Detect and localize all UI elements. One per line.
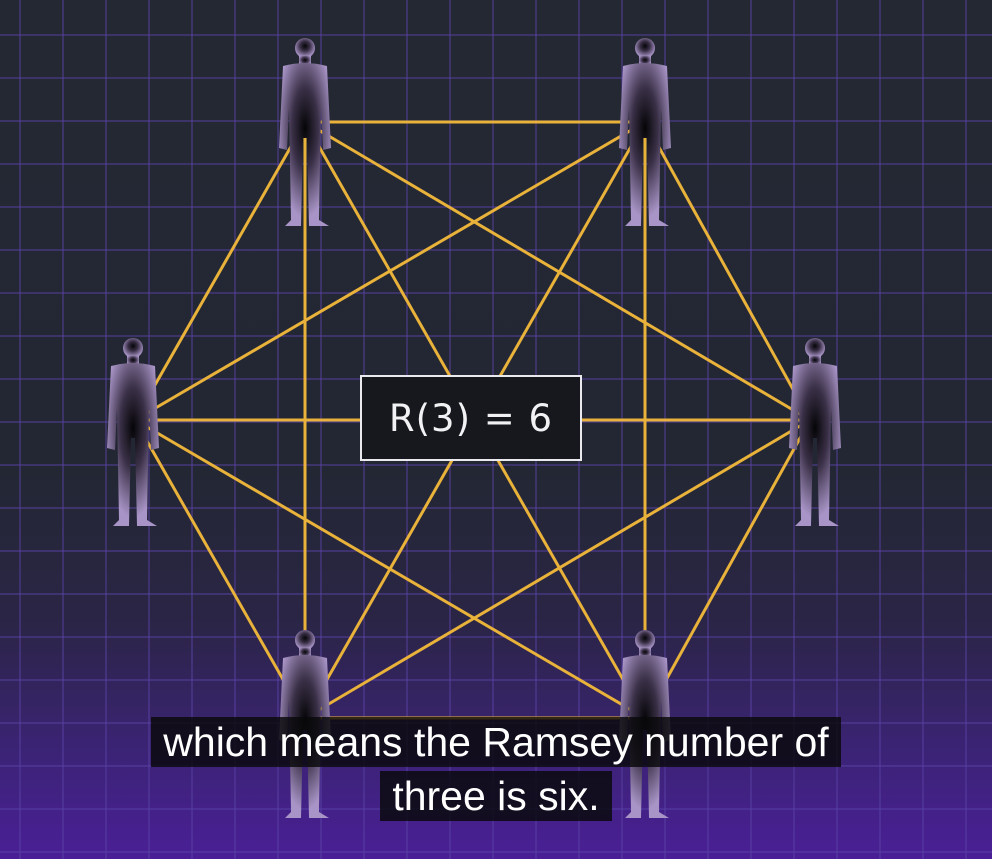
subtitle-line-1: which means the Ramsey number of	[151, 717, 841, 767]
graph-edge	[643, 120, 812, 422]
graph-edge	[133, 120, 307, 422]
graph-edge	[133, 418, 307, 720]
subtitle-line-1-row: which means the Ramsey number of	[0, 717, 992, 767]
graph-edge	[303, 418, 812, 720]
graph-edge	[133, 120, 647, 422]
subtitle-line-2: three is six.	[380, 771, 612, 821]
person-silhouette-icon	[107, 338, 159, 526]
graph-edge	[643, 418, 812, 720]
graph-edge	[303, 120, 812, 422]
graph-edge	[133, 418, 647, 720]
ramsey-label-box: R(3) = 6	[360, 375, 582, 461]
subtitle-line-2-row: three is six.	[0, 771, 992, 821]
person-silhouette-icon	[789, 338, 841, 526]
ramsey-label: R(3) = 6	[388, 396, 554, 440]
